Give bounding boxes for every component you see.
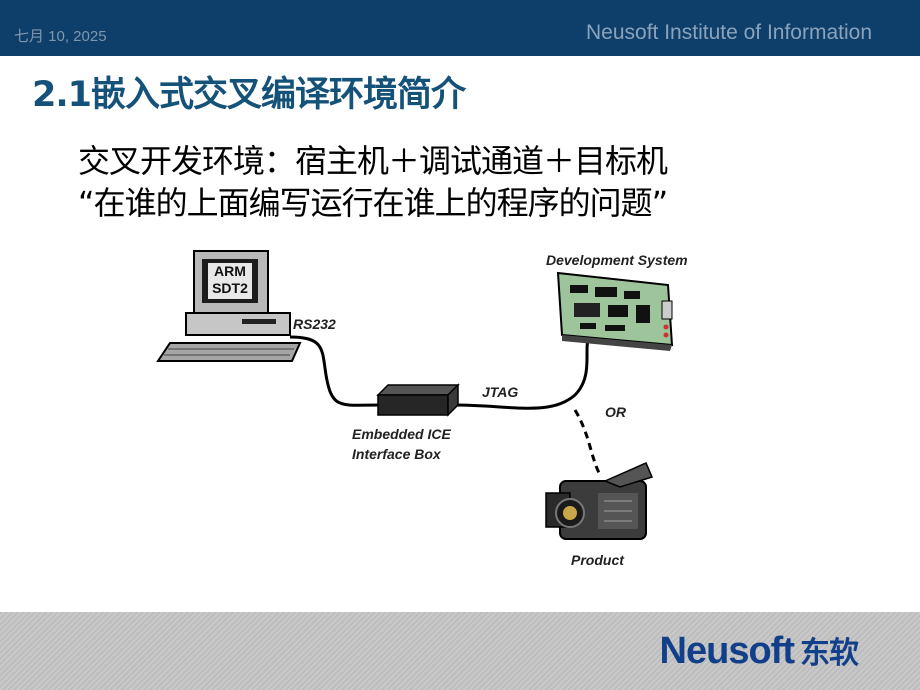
slide-date: 七月 10, 2025: [14, 28, 107, 45]
jtag-label: JTAG: [482, 384, 518, 400]
cross-dev-diagram: ARM SDT2 RS232 Embedded ICE Interface Bo…: [156, 250, 688, 568]
host-computer-icon: [156, 250, 302, 362]
screen-label-sdt2: SDT2: [212, 280, 248, 296]
header-bar: 七月 10, 2025 Neusoft Institute of Informa…: [0, 0, 920, 56]
institute-name: Neusoft Institute of Information: [586, 21, 872, 44]
ice-box-icon: [376, 383, 460, 417]
jtag-cable: [454, 335, 592, 410]
brand-name: Neusoft: [659, 630, 795, 672]
body-line-1: 交叉开发环境：宿主机＋调试通道＋目标机: [78, 142, 668, 180]
camcorder-icon: [545, 462, 654, 540]
footer-bar: [0, 612, 920, 690]
body-line-2: “在谁的上面编写运行在谁上的程序的问题”: [78, 184, 668, 222]
dev-board-icon: [556, 271, 674, 351]
dev-system-label: Development System: [546, 252, 688, 268]
ice-label-line1: Embedded ICE: [352, 426, 451, 442]
slide-title: 2.1嵌入式交叉编译环境简介: [32, 75, 466, 115]
or-dashed-link: [573, 409, 602, 476]
ice-label-line2: Interface Box: [352, 446, 442, 462]
product-label: Product: [571, 552, 625, 568]
rs232-cable: [289, 335, 381, 407]
or-label: OR: [605, 404, 627, 420]
screen-label-arm: ARM: [214, 263, 246, 279]
rs232-label: RS232: [293, 316, 336, 332]
brand-name-cn: 东软: [800, 636, 859, 671]
